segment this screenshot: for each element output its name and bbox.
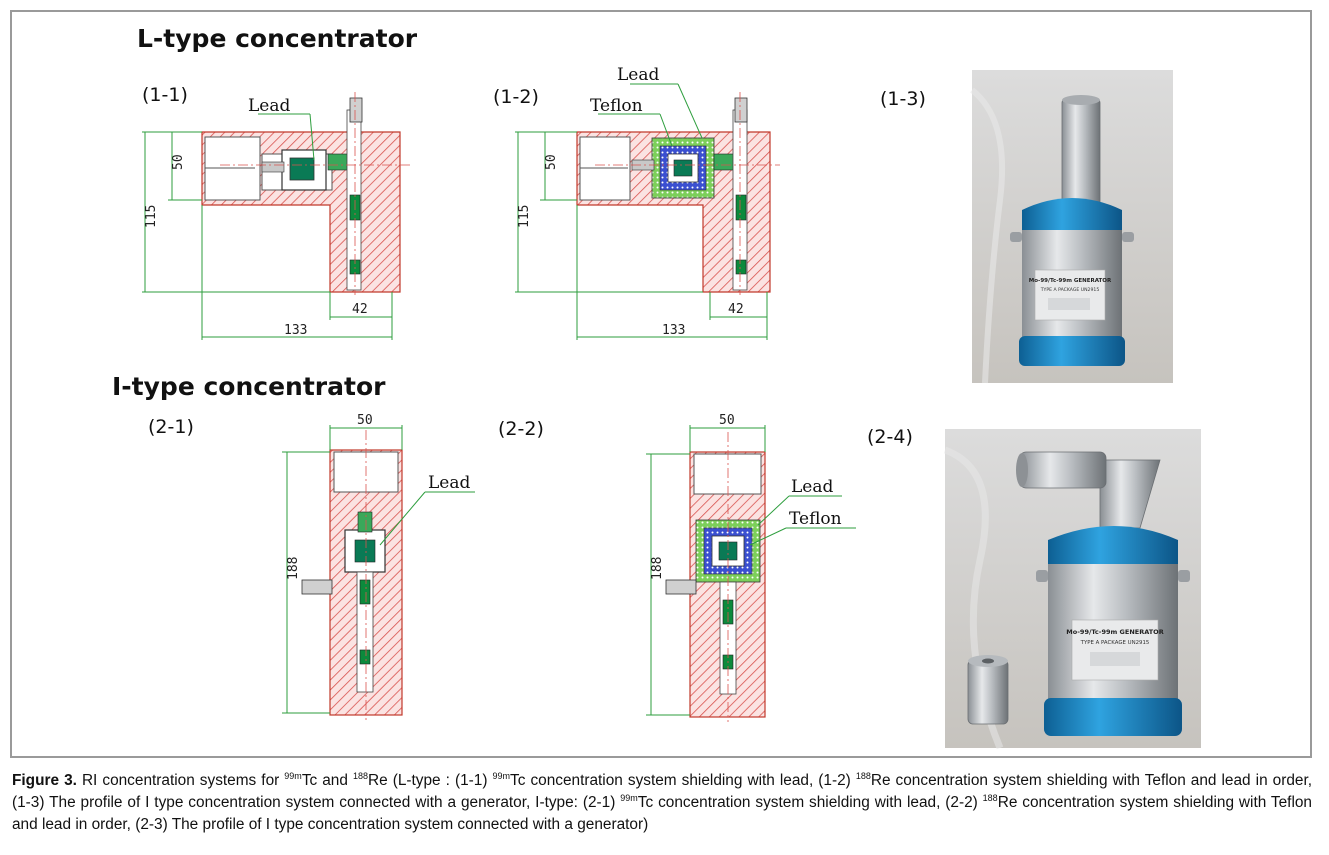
dim-188-2-1: 188 (286, 557, 301, 580)
caption-text-5: Re concentration system shielding with T… (12, 772, 1313, 811)
caption-figure-label: Figure 3. (12, 772, 77, 789)
diagram-2-1: 50 188 Lead (282, 413, 475, 720)
dim-188-2-2: 188 (650, 557, 665, 580)
dim-115-1-2: 115 (517, 205, 532, 228)
callout-teflon-2-2: Teflon (789, 509, 842, 529)
caption-sup-99m-c: 99m (620, 792, 638, 803)
dim-50-2-1: 50 (357, 413, 373, 428)
diagram-1-1: 50 115 42 133 Lead (142, 92, 410, 340)
caption-text-4: Tc concentration system shielding with l… (510, 772, 856, 789)
panel-label-2-2: (2-2) (498, 418, 544, 440)
callout-lead-2-2: Lead (791, 477, 833, 497)
dim-42-1-2: 42 (728, 302, 744, 317)
photo-label-2-4-line1: Mo-99/Tc-99m GENERATOR (1066, 628, 1163, 636)
photo-1-3: Mo-99/Tc-99m GENERATOR TYPE A PACKAGE UN… (970, 70, 1173, 384)
photo-2-4: Mo-99/Tc-99m GENERATOR TYPE A PACKAGE UN… (943, 429, 1201, 750)
panel-label-1-1: (1-1) (142, 84, 188, 106)
dim-133-1-1: 133 (284, 323, 307, 338)
panel-label-2-4: (2-4) (867, 426, 913, 448)
figure-caption: Figure 3. RI concentration systems for 9… (12, 770, 1312, 836)
photo-label-1-3-line2: TYPE A PACKAGE UN2915 (1040, 287, 1100, 293)
caption-text-1: RI concentration systems for (76, 772, 285, 789)
callout-lead-1-2: Lead (617, 65, 659, 85)
dim-50-2-2: 50 (719, 413, 735, 428)
dim-50-1-2: 50 (544, 154, 559, 170)
panel-label-1-3: (1-3) (880, 88, 926, 110)
panel-label-2-1: (2-1) (148, 416, 194, 438)
callout-lead-2-1: Lead (428, 473, 470, 493)
caption-sup-99m-b: 99m (492, 770, 511, 781)
i-type-heading: I-type concentrator (112, 372, 386, 401)
diagram-2-2: 50 188 Lead Teflon (646, 413, 856, 722)
caption-text-7: Re concentration system shielding with T… (12, 794, 1312, 833)
caption-sup-188-b: 188 (855, 770, 871, 781)
dim-115-1-1: 115 (144, 205, 159, 228)
caption-sup-188-a: 188 (352, 770, 368, 781)
caption-text-3: Re (L-type : (1-1) (368, 772, 493, 789)
callout-teflon-1-2: Teflon (590, 96, 643, 116)
dim-42-1-1: 42 (352, 302, 368, 317)
caption-text-2: Tc and (301, 772, 353, 789)
photo-label-2-4-line2: TYPE A PACKAGE UN2915 (1080, 640, 1150, 646)
caption-sup-99m-a: 99m (284, 770, 302, 781)
dim-50-1-1: 50 (171, 154, 186, 170)
panel-label-1-2: (1-2) (493, 86, 539, 108)
caption-text-6: Tc concentration system shielding with l… (637, 794, 983, 811)
callout-lead-1-1: Lead (248, 96, 290, 116)
l-type-heading: L-type concentrator (137, 24, 418, 53)
diagram-1-2: 50 115 42 133 Lead Teflon (515, 65, 780, 340)
photo-label-1-3-line1: Mo-99/Tc-99m GENERATOR (1029, 278, 1112, 284)
caption-sup-188-c: 188 (982, 792, 998, 803)
dim-133-1-2: 133 (662, 323, 685, 338)
